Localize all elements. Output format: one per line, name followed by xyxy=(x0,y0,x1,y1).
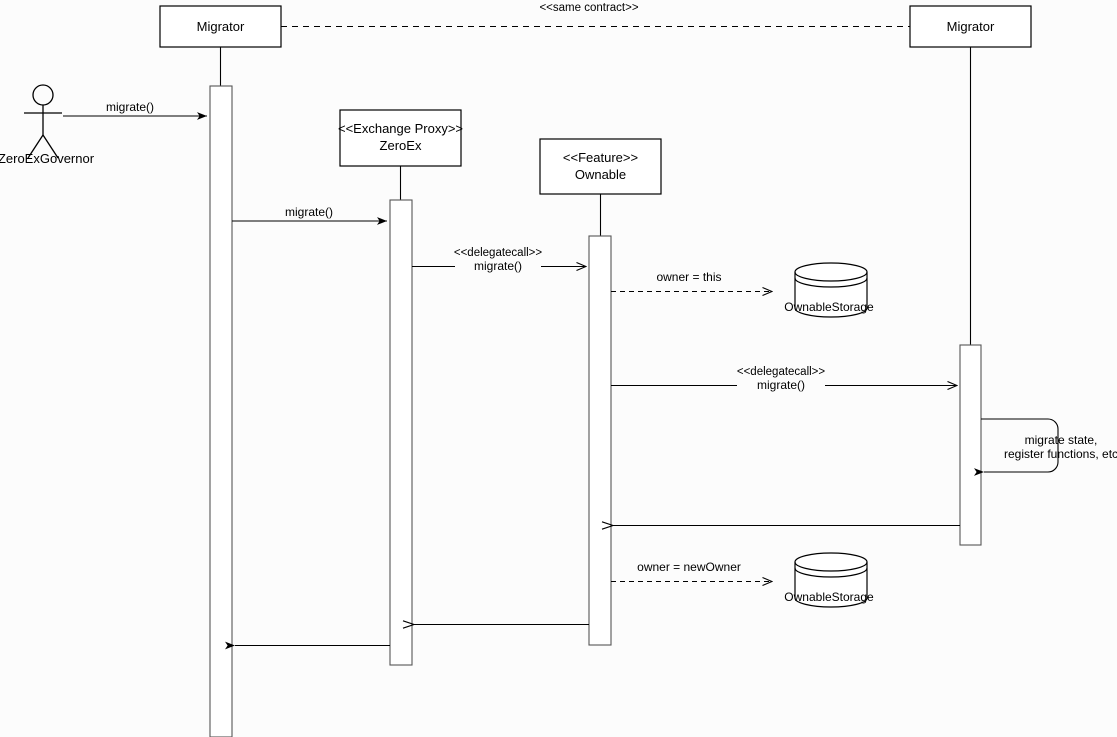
participant-ownable[interactable]: <<Feature>> Ownable xyxy=(539,138,662,195)
participant-migrator-left[interactable]: Migrator xyxy=(159,5,282,48)
message-label-migrate: migrate() xyxy=(474,259,522,273)
database-ring-2-icon xyxy=(794,277,868,288)
datastore-label-ownable-storage-1: OwnableStorage xyxy=(784,300,874,314)
actor-leg-left-icon xyxy=(27,134,44,159)
participant-zeroex[interactable]: <<Exchange Proxy>> ZeroEx xyxy=(338,109,463,167)
activation-migrator-left xyxy=(209,85,233,737)
participant-label-migrator-left: Migrator xyxy=(197,19,245,34)
database-ring-2-icon xyxy=(794,567,868,578)
participant-migrator-right[interactable]: Migrator xyxy=(909,5,1032,48)
message-label-migrate: migrate() xyxy=(757,378,805,392)
actor-label-zeroexgovernor: ZeroExGovernor xyxy=(0,151,95,166)
database-cylinder-icon xyxy=(794,552,868,608)
message-label-migrate: migrate() xyxy=(106,100,154,114)
message-stereotype-delegatecall: <<delegatecall>> xyxy=(454,247,543,259)
datastore-ownable-storage-1[interactable]: OwnableStorage xyxy=(784,262,874,318)
participant-stereotype-ownable: <<Feature>> xyxy=(563,150,638,165)
message-governor-migrate[interactable]: migrate() xyxy=(63,100,207,120)
message-label-self-line2: register functions, etc xyxy=(1004,447,1117,461)
actor-zeroexgovernor[interactable]: ZeroExGovernor xyxy=(0,84,95,166)
message-ownable-delegatecall-migrate[interactable]: <<delegatecall>> migrate() xyxy=(611,366,957,392)
datastore-ownable-storage-2[interactable]: OwnableStorage xyxy=(784,552,874,608)
database-ring-1-icon xyxy=(794,271,868,282)
datastore-label-ownable-storage-2: OwnableStorage xyxy=(784,590,874,604)
message-self-migrate-state[interactable]: migrate state, register functions, etc xyxy=(974,418,1117,476)
participant-label-ownable: Ownable xyxy=(575,167,626,182)
activation-migrator-right xyxy=(959,344,982,546)
message-label-self-line1: migrate state, xyxy=(1025,433,1098,447)
same-contract-link: <<same contract>> xyxy=(281,2,910,28)
actor-head-icon xyxy=(32,84,54,106)
message-stereotype-delegatecall: <<delegatecall>> xyxy=(737,366,826,378)
message-owner-newowner[interactable]: owner = newOwner xyxy=(611,560,772,582)
message-owner-this[interactable]: owner = this xyxy=(611,270,772,292)
participant-box-migrator-left xyxy=(159,5,282,48)
database-ring-1-icon xyxy=(794,561,868,572)
participant-label-migrator-right: Migrator xyxy=(947,19,995,34)
message-zeroex-delegatecall-migrate[interactable]: <<delegatecall>> migrate() xyxy=(412,247,586,273)
participant-stereotype-zeroex: <<Exchange Proxy>> xyxy=(338,121,463,136)
activation-zeroex xyxy=(389,199,413,666)
activation-ownable xyxy=(588,235,612,646)
message-self-loop-line xyxy=(974,418,1059,476)
message-label-owner-newowner: owner = newOwner xyxy=(637,560,741,574)
same-contract-label: <<same contract>> xyxy=(539,2,638,14)
message-label-owner-this: owner = this xyxy=(656,270,721,284)
participant-label-zeroex: ZeroEx xyxy=(380,138,422,153)
participant-box-ownable xyxy=(539,138,662,195)
message-migrator-to-zeroex-migrate[interactable]: migrate() xyxy=(232,205,387,225)
actor-leg-right-icon xyxy=(42,134,59,159)
message-label-migrate: migrate() xyxy=(285,205,333,219)
database-cylinder-icon xyxy=(794,262,868,318)
